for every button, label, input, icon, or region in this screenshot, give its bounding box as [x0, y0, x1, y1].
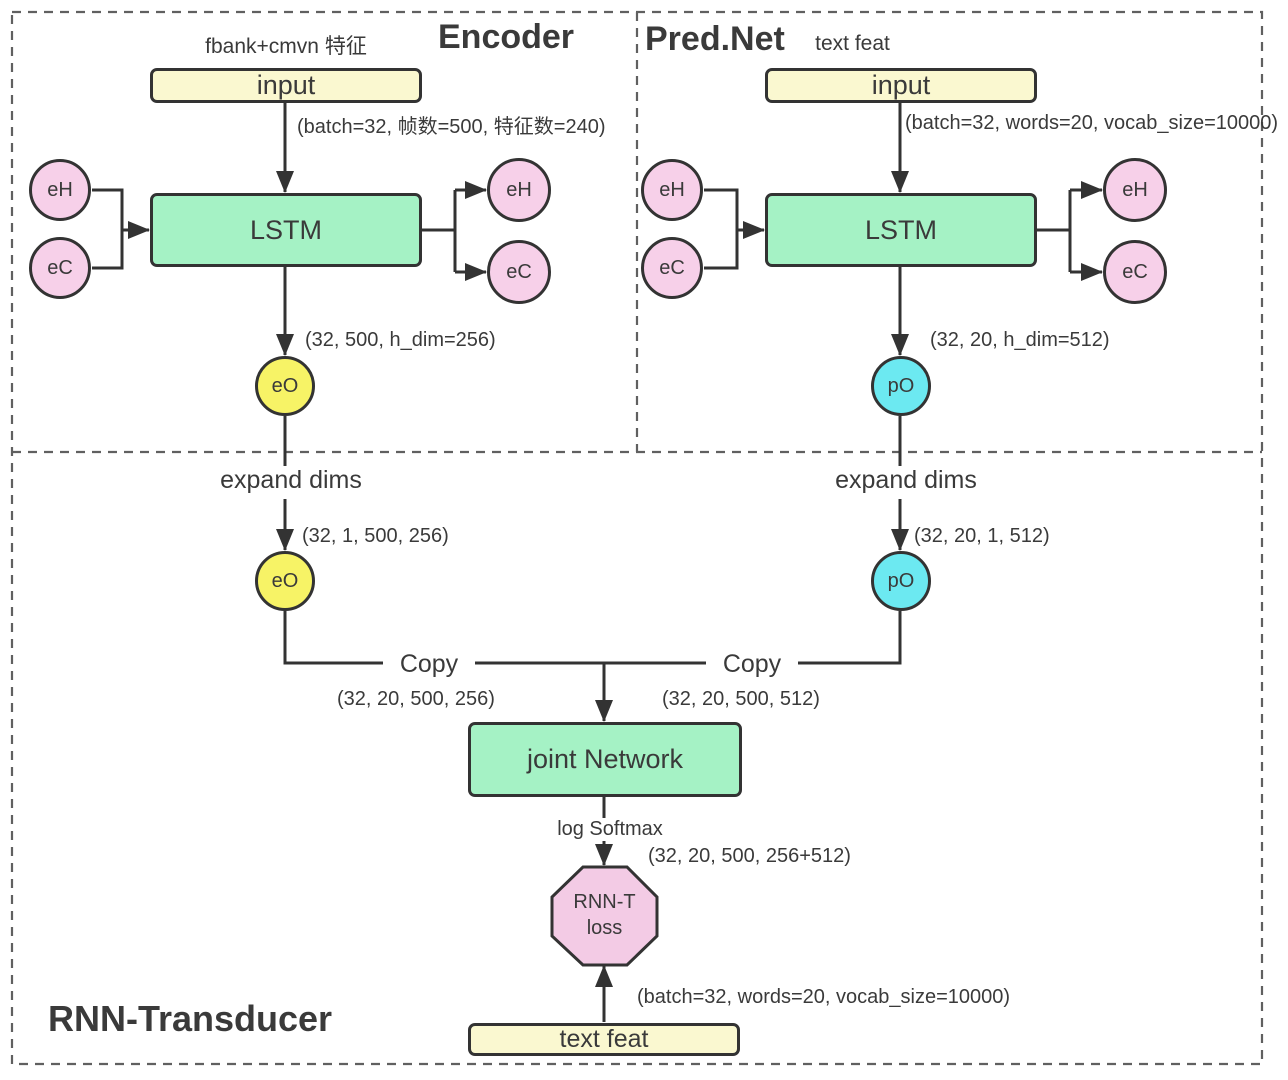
- encoder-expand-shape-label: (32, 1, 500, 256): [302, 525, 449, 547]
- prednet-copy-line: [604, 611, 902, 665]
- encoder-eh-out-node: eH: [487, 158, 551, 222]
- rnnt-loss-label-line2: loss: [586, 917, 623, 939]
- prednet-ec-out-node: eC: [1103, 240, 1167, 304]
- encoder-copy-line: [283, 611, 604, 665]
- target-shape-label: (batch=32, words=20, vocab_size=10000): [637, 986, 1011, 1008]
- encoder-input-shape-label: (batch=32, 帧数=500, 特征数=240): [297, 116, 606, 138]
- prednet-output-node: pO: [871, 356, 931, 416]
- prednet-state-out-connector: [1037, 190, 1072, 272]
- prednet-eh-out-node: eH: [1103, 158, 1167, 222]
- encoder-state-out-connector: [422, 190, 457, 272]
- log-softmax-label: log Softmax: [542, 818, 678, 841]
- prednet-feature-label: text feat: [815, 32, 890, 55]
- prednet-input-shape-label: (batch=32, words=20, vocab_size=10000): [905, 112, 1279, 134]
- encoder-panel-title: Encoder: [438, 18, 575, 56]
- rnnt-loss-label-line1: RNN-T: [573, 891, 636, 913]
- rnnt-loss-label: RNN-T loss: [552, 889, 657, 941]
- encoder-ec-out-node: eC: [487, 240, 551, 304]
- encoder-lstm-box: LSTM: [150, 193, 422, 267]
- encoder-input-box: input: [150, 68, 422, 103]
- prednet-expanded-node: pO: [871, 551, 931, 611]
- prednet-ec-in-node: eC: [641, 237, 703, 299]
- prednet-input-box: input: [765, 68, 1037, 103]
- encoder-eh-in-node: eH: [29, 159, 91, 221]
- rnn-transducer-title: RNN-Transducer: [48, 998, 333, 1039]
- rnnt-loss-octagon: [550, 865, 659, 967]
- encoder-copy-shape-label: (32, 20, 500, 256): [337, 688, 495, 710]
- prednet-output-shape-label: (32, 20, h_dim=512): [930, 329, 1110, 351]
- encoder-state-in-connector: [92, 188, 124, 270]
- prednet-copy-label: Copy: [706, 650, 798, 679]
- encoder-output-shape-label: (32, 500, h_dim=256): [305, 329, 496, 351]
- prednet-panel-title: Pred.Net: [645, 20, 785, 58]
- encoder-feature-label: fbank+cmvn 特征: [205, 35, 367, 58]
- prednet-copy-shape-label: (32, 20, 500, 512): [662, 688, 820, 710]
- joint-network-box: joint Network: [468, 722, 742, 797]
- encoder-ec-in-node: eC: [29, 237, 91, 299]
- encoder-output-node: eO: [255, 356, 315, 416]
- prednet-expand-dims-label: expand dims: [815, 466, 997, 495]
- encoder-expand-dims-label: expand dims: [200, 466, 382, 495]
- prednet-state-in-connector: [704, 188, 739, 270]
- joint-output-shape-label: (32, 20, 500, 256+512): [648, 845, 851, 867]
- encoder-expanded-node: eO: [255, 551, 315, 611]
- encoder-copy-label: Copy: [383, 650, 475, 679]
- prednet-lstm-box: LSTM: [765, 193, 1037, 267]
- prednet-expand-shape-label: (32, 20, 1, 512): [914, 525, 1050, 547]
- prednet-eh-in-node: eH: [641, 159, 703, 221]
- text-feat-box: text feat: [468, 1023, 740, 1056]
